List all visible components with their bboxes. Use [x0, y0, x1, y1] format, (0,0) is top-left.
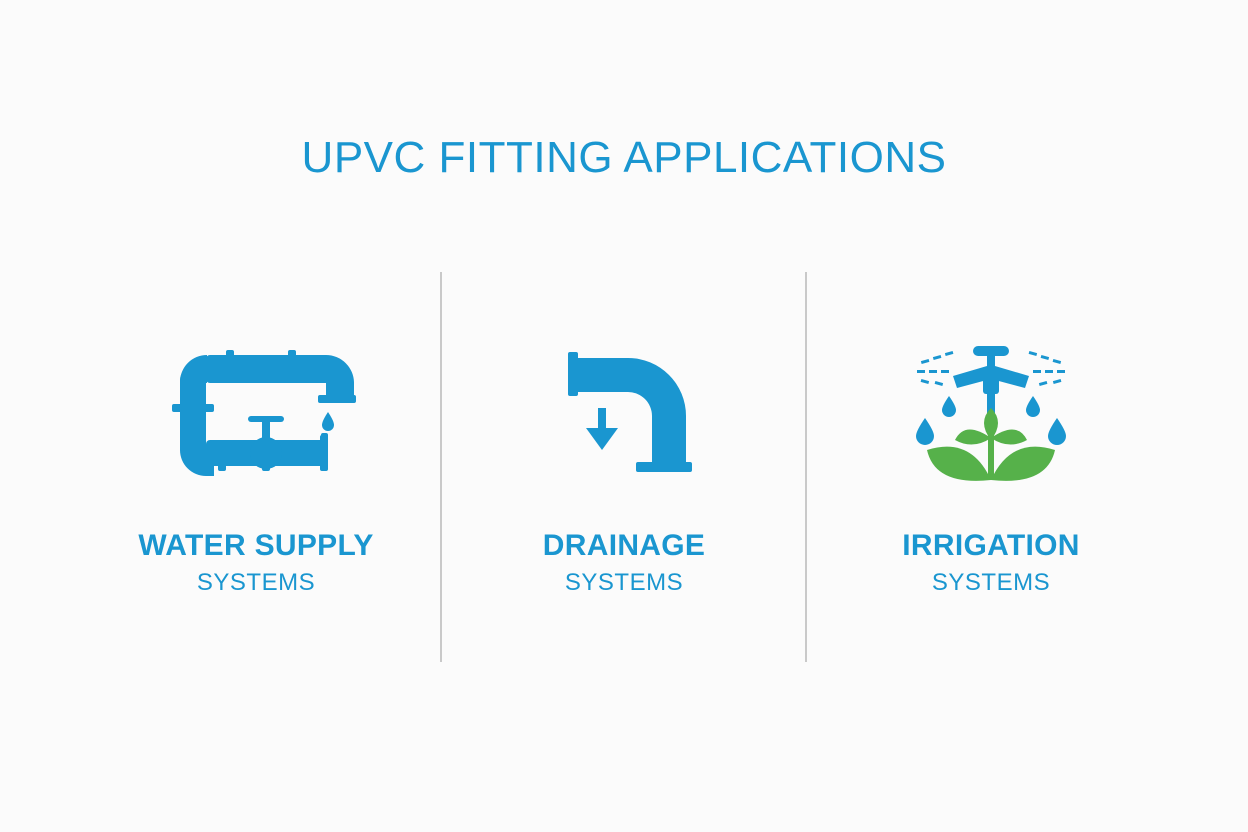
application-drainage: DRAINAGE SYSTEMS [474, 330, 774, 598]
page-title: UPVC FITTING APPLICATIONS [301, 133, 947, 182]
drain-elbow-pipe-icon [524, 330, 724, 500]
sprinkler-plant-icon [891, 330, 1091, 500]
application-title: IRRIGATION [902, 529, 1080, 562]
application-subtitle: SYSTEMS [931, 569, 1051, 596]
column-divider-left [440, 272, 442, 662]
application-subtitle: SYSTEMS [196, 569, 316, 596]
application-title: DRAINAGE [542, 529, 706, 562]
application-subtitle: SYSTEMS [564, 569, 684, 596]
application-irrigation: IRRIGATION SYSTEMS [841, 330, 1141, 598]
application-title: WATER SUPPLY [138, 529, 374, 562]
application-water-supply: WATER SUPPLY SYSTEMS [106, 330, 406, 598]
column-divider-right [805, 272, 807, 662]
pipe-network-valve-icon [156, 330, 356, 500]
